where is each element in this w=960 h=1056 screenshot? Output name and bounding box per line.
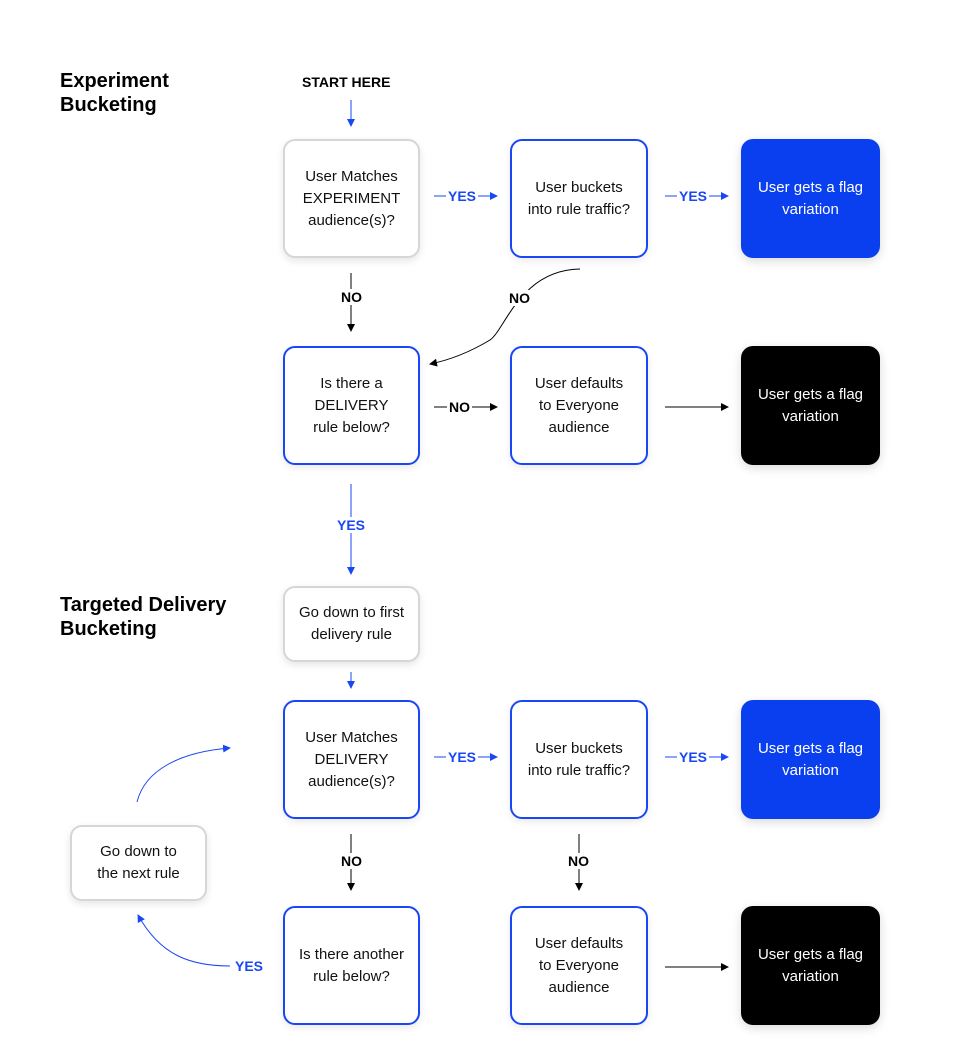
node-text: User defaults xyxy=(534,374,624,392)
node-first-delivery-rule[interactable]: Go down to first delivery rule xyxy=(283,586,420,662)
node-delivery-rule-question[interactable]: Is there a DELIVERY rule below? xyxy=(283,346,420,465)
title-line: Targeted Delivery xyxy=(60,594,227,616)
experiment-section-title: Experiment Bucketing xyxy=(60,69,169,117)
arrow-loop-yes xyxy=(137,914,231,967)
node-delivery-default-variation[interactable]: User gets a flag variation xyxy=(741,906,880,1025)
node-experiment-bucket[interactable]: User buckets into rule traffic? xyxy=(510,139,648,258)
node-text: into rule traffic? xyxy=(527,761,631,779)
node-text: User gets a flag xyxy=(757,945,864,963)
edge-label-no: NO xyxy=(566,853,591,869)
node-text: into rule traffic? xyxy=(527,200,631,218)
node-text: delivery rule xyxy=(311,626,392,643)
node-text: audience xyxy=(548,418,610,436)
node-text: User gets a flag xyxy=(757,739,864,757)
edge-label-yes: YES xyxy=(233,958,266,974)
start-label: START HERE xyxy=(300,74,393,90)
node-text: DELIVERY xyxy=(314,396,389,414)
node-text: User gets a flag xyxy=(757,178,864,196)
node-text: rule below? xyxy=(313,967,390,985)
node-text: audience xyxy=(548,978,610,996)
node-experiment-flag-variation[interactable]: User gets a flag variation xyxy=(741,139,880,258)
node-text: variation xyxy=(782,407,839,425)
node-text: rule below? xyxy=(313,418,390,436)
arrow-loop-up xyxy=(136,744,231,803)
edge-label-no: NO xyxy=(447,399,472,415)
edge-label-no: NO xyxy=(507,290,532,306)
node-text: to Everyone xyxy=(538,396,620,414)
edge-label-yes: YES xyxy=(677,188,710,204)
edge-label-yes: YES xyxy=(446,749,479,765)
node-text: audience(s)? xyxy=(308,772,395,790)
node-experiment-audience-match[interactable]: User Matches EXPERIMENT audience(s)? xyxy=(283,139,420,258)
node-text: audience(s)? xyxy=(308,211,395,229)
node-text: User Matches xyxy=(305,728,398,746)
node-text: Is there another xyxy=(298,945,405,963)
node-text: EXPERIMENT xyxy=(302,189,401,207)
node-text: User gets a flag xyxy=(757,385,864,403)
node-text: variation xyxy=(782,200,839,218)
title-line: Bucketing xyxy=(60,94,157,116)
node-text: the next rule xyxy=(97,865,180,882)
title-line: Bucketing xyxy=(60,618,157,640)
node-text: User buckets xyxy=(535,178,623,196)
node-experiment-default-variation[interactable]: User gets a flag variation xyxy=(741,346,880,465)
node-text: variation xyxy=(782,967,839,985)
node-text: Go down to xyxy=(100,843,177,860)
node-text: User Matches xyxy=(305,167,398,185)
delivery-section-title: Targeted Delivery Bucketing xyxy=(60,593,226,641)
node-experiment-default[interactable]: User defaults to Everyone audience xyxy=(510,346,648,465)
node-text: variation xyxy=(782,761,839,779)
node-text: DELIVERY xyxy=(314,750,389,768)
node-delivery-default[interactable]: User defaults to Everyone audience xyxy=(510,906,648,1025)
edge-label-yes: YES xyxy=(446,188,479,204)
edge-label-yes: YES xyxy=(335,517,368,533)
title-line: Experiment xyxy=(60,70,169,92)
node-delivery-flag-variation[interactable]: User gets a flag variation xyxy=(741,700,880,819)
edge-label-no: NO xyxy=(339,853,364,869)
node-text: User defaults xyxy=(534,934,624,952)
node-text: User buckets xyxy=(535,739,623,757)
edge-label-yes: YES xyxy=(677,749,710,765)
node-delivery-bucket[interactable]: User buckets into rule traffic? xyxy=(510,700,648,819)
node-next-rule[interactable]: Go down to the next rule xyxy=(70,825,207,901)
node-text: Is there a xyxy=(320,374,383,392)
arrow-exp-no-curve xyxy=(429,268,581,367)
edge-label-no: NO xyxy=(339,289,364,305)
node-text: to Everyone xyxy=(538,956,620,974)
node-text: Go down to first xyxy=(298,604,405,621)
node-another-rule-question[interactable]: Is there another rule below? xyxy=(283,906,420,1025)
node-delivery-audience-match[interactable]: User Matches DELIVERY audience(s)? xyxy=(283,700,420,819)
